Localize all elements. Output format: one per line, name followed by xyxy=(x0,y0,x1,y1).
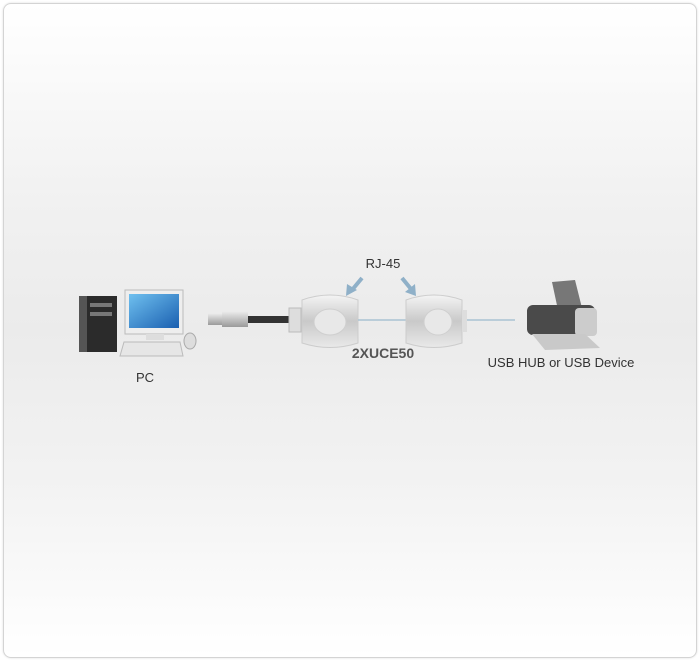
printer-icon xyxy=(527,280,600,350)
arrow-right-icon xyxy=(400,276,416,296)
pc-label: PC xyxy=(135,370,155,385)
pc-icon xyxy=(79,289,197,357)
arrow-left-icon xyxy=(346,276,364,296)
local-unit xyxy=(301,294,359,348)
remote-unit xyxy=(405,294,467,348)
model-label: 2XUCE50 xyxy=(351,345,415,361)
rj45-label: RJ-45 xyxy=(365,256,401,271)
usb-device-label: USB HUB or USB Device xyxy=(487,355,635,370)
usb-cable xyxy=(208,307,302,333)
